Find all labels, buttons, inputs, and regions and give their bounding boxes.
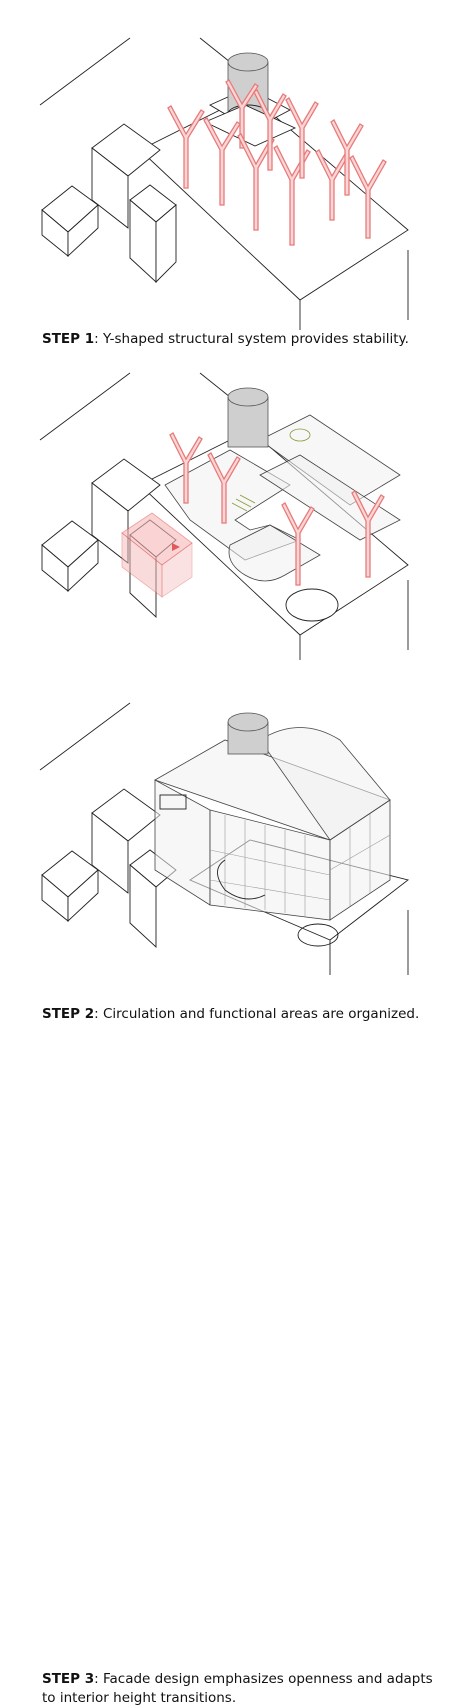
cylinder-core <box>227 712 269 755</box>
step2-caption: STEP 2: Circulation and functional areas… <box>42 1005 442 1024</box>
round-opening <box>285 588 339 622</box>
step3-axonometric <box>39 702 410 975</box>
neighbour-buildings <box>41 123 177 284</box>
step3-diagram: STEP 3: Facade design emphasizes opennes… <box>0 680 476 1706</box>
stair <box>231 428 311 512</box>
cylinder-core <box>227 387 269 448</box>
step1-diagram: STEP 1: Y-shaped structural system provi… <box>0 0 476 347</box>
step2-text: : Circulation and functional areas are o… <box>94 1006 420 1022</box>
step3-caption: STEP 3: Facade design emphasizes opennes… <box>42 1670 442 1708</box>
step1-axonometric <box>39 37 409 330</box>
step2-axonometric <box>39 372 409 660</box>
step2-diagram: STEP 2: Circulation and functional areas… <box>0 345 476 1022</box>
site-plate <box>139 94 409 301</box>
step3-label: STEP 3 <box>42 1671 95 1687</box>
facade-building <box>154 727 391 947</box>
step1-text: : Y-shaped structural system provides st… <box>94 331 409 347</box>
step2-label: STEP 2 <box>42 1006 95 1022</box>
y-columns <box>169 432 385 586</box>
functional-volume <box>121 512 193 598</box>
neighbour-buildings <box>41 458 177 619</box>
step1-caption: STEP 1: Y-shaped structural system provi… <box>42 330 442 349</box>
neighbour-buildings <box>41 788 177 949</box>
y-columns <box>167 79 387 246</box>
step3-text: : Facade design emphasizes openness and … <box>42 1671 433 1706</box>
step1-label: STEP 1 <box>42 331 95 347</box>
